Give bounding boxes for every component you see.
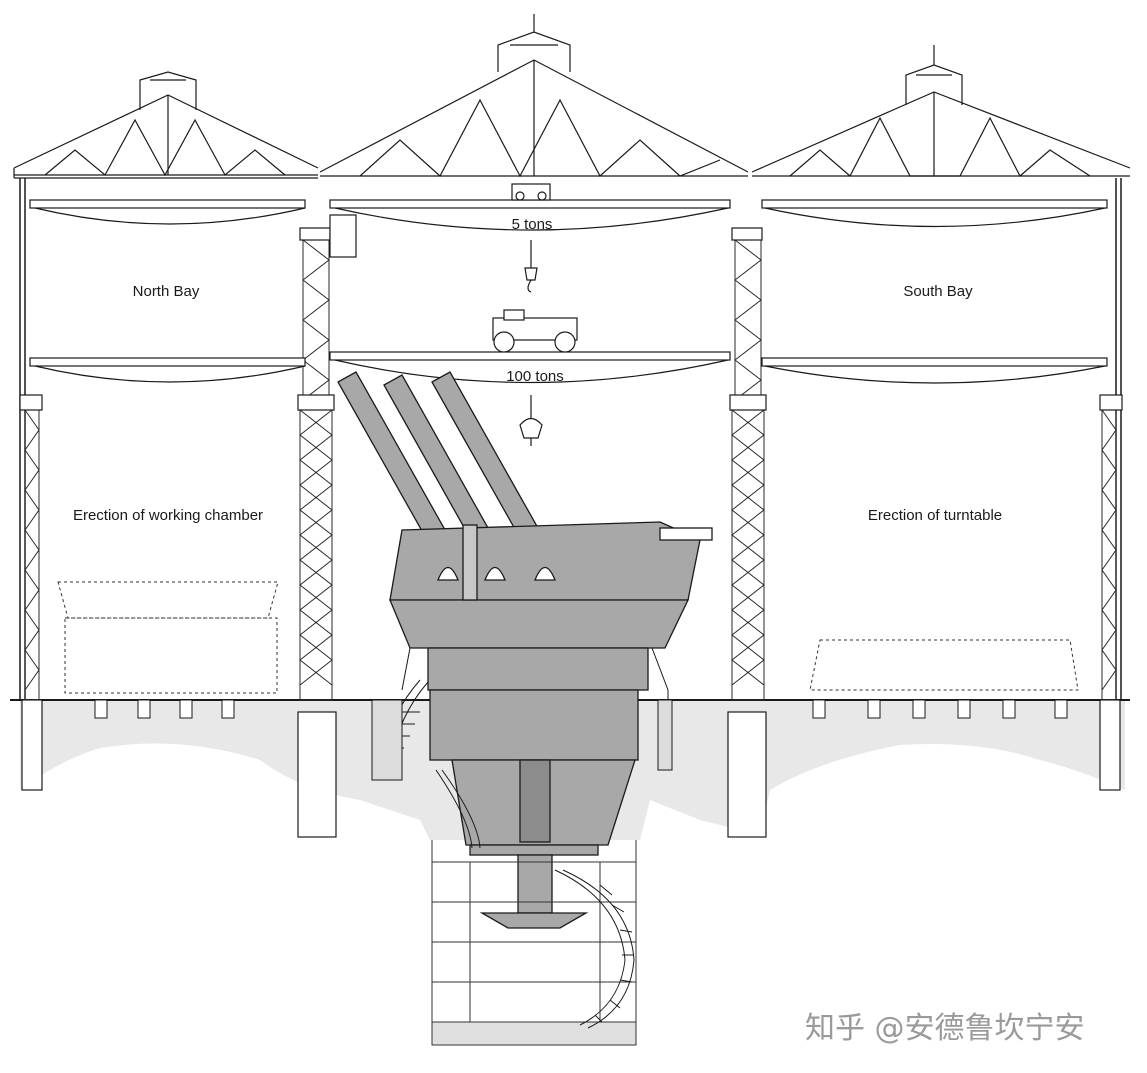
north-foundation-pier — [21, 699, 1121, 838]
turret-gunhouse — [389, 521, 713, 649]
center-roof-truss — [319, 14, 749, 178]
turret-barbette — [427, 647, 649, 929]
working-chamber-outline — [57, 581, 279, 694]
column-capitals — [19, 227, 1123, 411]
hundred-ton-crane — [492, 309, 578, 446]
working-chamber-label: Erection of working chamber — [73, 507, 263, 524]
lower-crane-rails — [29, 351, 1108, 384]
five-ton-crane — [329, 183, 551, 293]
north-floor-studs — [94, 699, 1068, 719]
lattice-columns — [24, 239, 1117, 701]
upper-crane-rails — [29, 199, 1108, 231]
turret-side-supports — [371, 647, 673, 781]
turntable-outline — [809, 639, 1079, 691]
hundred-ton-label: 100 tons — [506, 368, 564, 385]
south-bay-label: South Bay — [903, 283, 973, 300]
watermark: 知乎 @安德鲁坎宁安 — [805, 1011, 1085, 1046]
south-roof-truss — [751, 45, 1131, 177]
five-ton-label: 5 tons — [512, 216, 553, 233]
north-roof-truss — [13, 71, 319, 179]
north-bay-label: North Bay — [133, 283, 200, 300]
turntable-label: Erection of turntable — [868, 507, 1002, 524]
